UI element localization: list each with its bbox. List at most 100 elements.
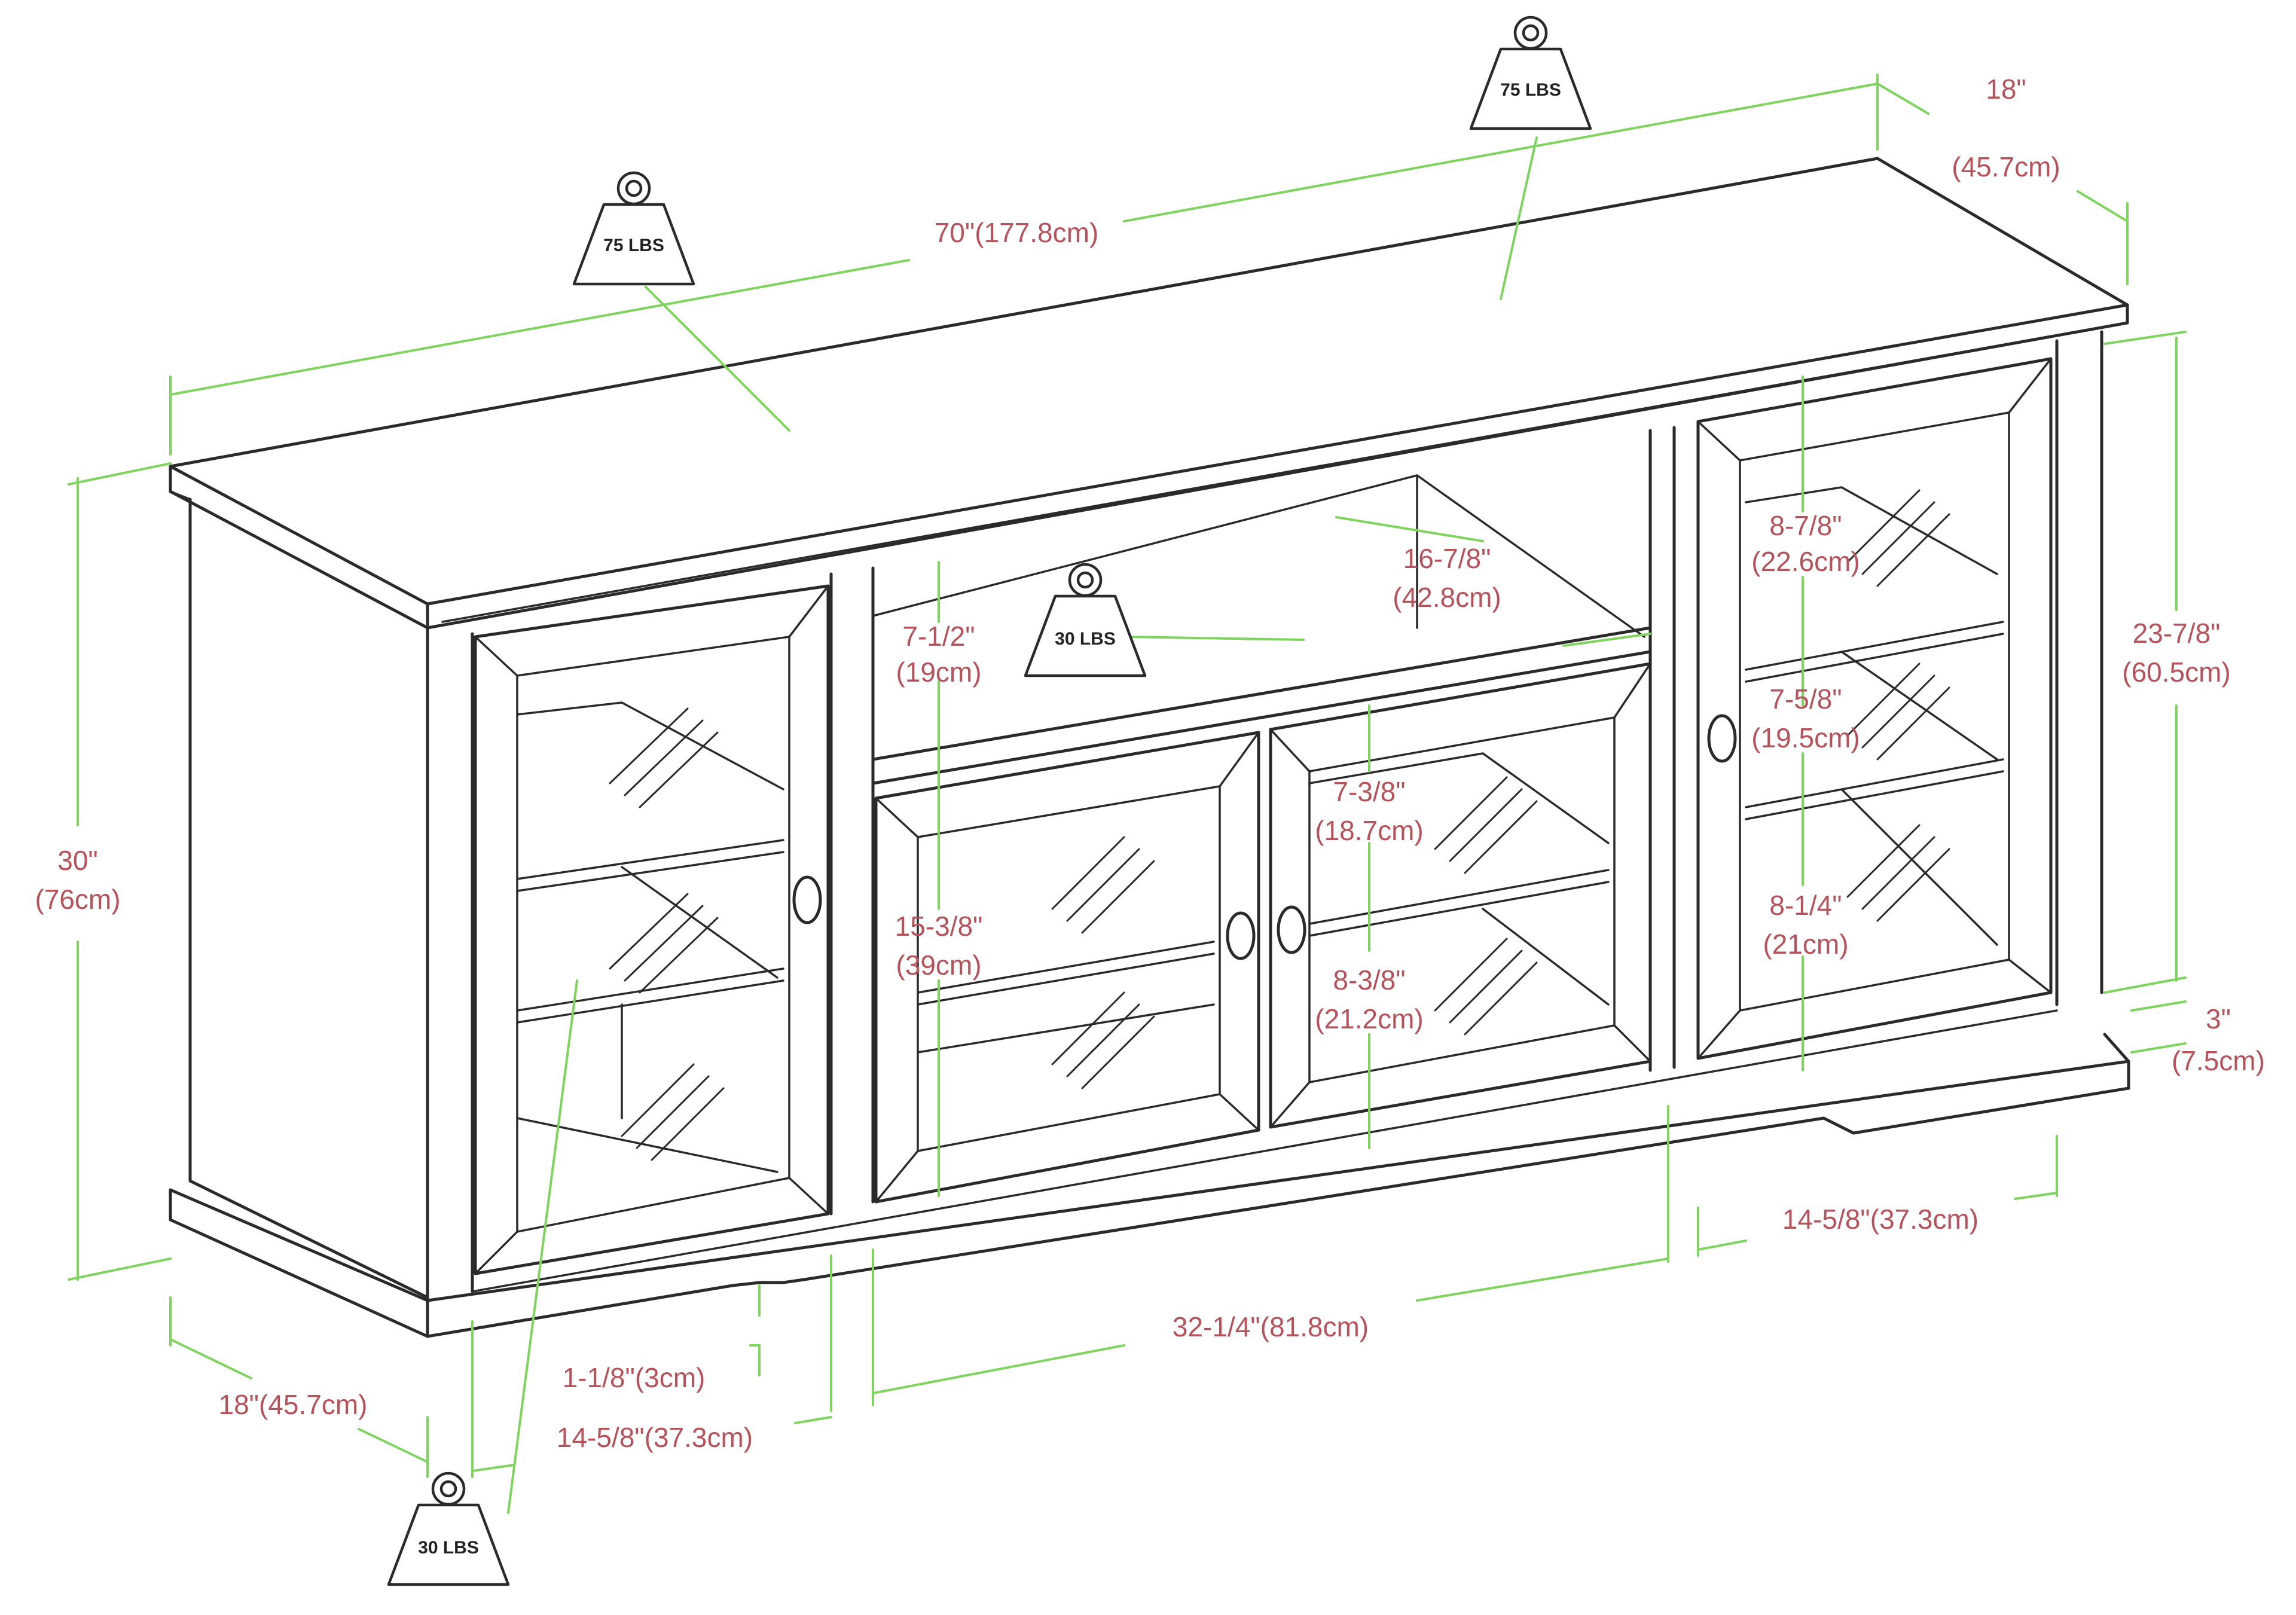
- right-shelf-2-front: [1745, 770, 2004, 820]
- overall-height-label-cm: (76cm): [35, 884, 120, 915]
- left-side-panel: [188, 497, 429, 1299]
- center-open-back: [872, 474, 1645, 638]
- center-open-width-label-cm: (42.8cm): [1393, 582, 1501, 613]
- left-door-bevel: [474, 636, 518, 677]
- weight-marker-top-left: 75 LBS: [572, 171, 695, 286]
- top-depth-line-b: [2077, 190, 2129, 222]
- center-right-back: [1308, 752, 1610, 844]
- center-left-shelf: [917, 941, 1215, 994]
- bottom-depth-line-b: [358, 1428, 429, 1463]
- base-height-label-in: 3": [2206, 1003, 2231, 1034]
- left-door-glass: [516, 635, 790, 1234]
- center-left-shelf-front: [917, 952, 1215, 1006]
- left-cab-width-line-b: [794, 1416, 832, 1424]
- right-shelf-mid-label-in: 7-5/8": [1769, 683, 1842, 715]
- right-shelf-1: [1745, 621, 2004, 671]
- center-right-shelf-front: [1308, 881, 1610, 937]
- clearance-label: 1-1/8"(3cm): [563, 1362, 706, 1393]
- center-width-line-b: [1416, 1257, 1669, 1302]
- center-shelf-upper-label-in: 7-3/8": [1333, 776, 1405, 807]
- left-shelf-1: [516, 839, 784, 880]
- right-cab-width-line-a: [1697, 1240, 1747, 1251]
- tv-stand-drawing: [169, 157, 2130, 1338]
- center-width-label: 32-1/4"(81.8cm): [1173, 1311, 1369, 1342]
- weight-marker-left-cabinet: 30 LBS: [387, 1471, 510, 1586]
- bottom-depth-label: 18"(45.7cm): [219, 1389, 368, 1420]
- weight-marker-top-right: 75 LBS: [1469, 16, 1592, 130]
- weight-leader-top-left: [645, 286, 790, 432]
- front-bottom-rail: [471, 1009, 2058, 1293]
- right-shelf-top-label-cm: (22.6cm): [1751, 546, 1860, 577]
- center-right-shelf: [1308, 869, 1610, 925]
- top-depth-line-a: [1876, 83, 1929, 115]
- center-shelf-lower-label-cm: (21.2cm): [1315, 1003, 1423, 1034]
- left-cabinet-floor: [516, 1117, 778, 1173]
- left-door-bevel: [788, 585, 829, 638]
- right-cab-width-label: 14-5/8"(37.3cm): [1782, 1204, 1979, 1235]
- top-depth-label-cm: (45.7cm): [1952, 151, 2060, 182]
- center-open-height-label-cm: (19cm): [896, 657, 981, 688]
- height-tick-top: [68, 462, 172, 486]
- center-cab-height-label-in: 15-3/8": [895, 911, 983, 942]
- weight-leader-top-right: [1500, 136, 1538, 300]
- center-open-width-line-a: [1335, 516, 1484, 542]
- center-open-shelf-front: [871, 626, 1652, 761]
- left-door-bevel: [474, 1231, 518, 1275]
- base-tick-top: [2130, 1000, 2187, 1012]
- weight-leader-left-cabinet: [507, 979, 578, 1514]
- glass-reflections: [609, 489, 1950, 1161]
- right-door-bevel: [2008, 958, 2052, 994]
- left-door-bevel: [788, 1177, 829, 1215]
- top-depth-label-in: 18": [1986, 74, 2026, 105]
- left-shelf-2: [516, 967, 784, 1012]
- left-cabinet-back: [516, 701, 784, 790]
- center-right-knob: [1277, 905, 1306, 954]
- right-height-label-cm: (60.5cm): [2122, 657, 2230, 688]
- weight-marker-center-shelf: 30 LBS: [1024, 563, 1147, 677]
- width-line-left: [169, 259, 910, 396]
- right-cabinet-back: [1745, 486, 1998, 575]
- center-shelf-lower-label-in: 8-3/8": [1333, 964, 1405, 996]
- right-height-tick-top: [2103, 331, 2187, 345]
- center-left-door-bevel: [1219, 1093, 1260, 1131]
- left-side-top: [169, 490, 191, 500]
- base-tick-bottom: [2130, 1042, 2187, 1054]
- left-cab-width-label: 14-5/8"(37.3cm): [557, 1422, 753, 1453]
- center-left-floor: [917, 1003, 1215, 1054]
- center-open-shelf-edge: [871, 650, 1652, 785]
- center-open-width-label-in: 16-7/8": [1403, 543, 1491, 574]
- right-door-bevel: [1697, 420, 1741, 462]
- center-left-knob: [1226, 911, 1256, 960]
- center-cab-height-label-cm: (39cm): [896, 950, 981, 981]
- left-shelf-2-front: [516, 979, 784, 1024]
- center-left-door-bevel: [875, 797, 919, 838]
- weight-label-center-shelf: 30 LBS: [1055, 629, 1116, 649]
- base-top-edge-front: [426, 1060, 2130, 1302]
- center-left-door-bevel: [875, 1150, 919, 1203]
- weight-leader-center: [1123, 636, 1305, 641]
- right-height-label-in: 23-7/8": [2133, 618, 2221, 649]
- left-cab-width-line-a: [471, 1464, 515, 1472]
- left-door-knob: [792, 875, 822, 924]
- center-right-door-bevel: [1613, 663, 1651, 719]
- overall-height-label-in: 30": [57, 845, 98, 876]
- right-shelf-mid-label-cm: (19.5cm): [1751, 722, 1860, 753]
- base-plinth: [169, 1033, 2130, 1338]
- dimension-lines: [68, 74, 2187, 1514]
- right-shelf-bot-label-cm: (21cm): [1763, 929, 1848, 960]
- right-shelf-top-label-in: 8-7/8": [1769, 510, 1842, 541]
- left-shelf-1-side: [621, 866, 778, 979]
- base-top-edge-left: [169, 1188, 429, 1302]
- center-shelf-upper-label-cm: (18.7cm): [1315, 815, 1423, 846]
- center-left-door-bevel: [1219, 731, 1260, 787]
- left-shelf-1-front: [516, 851, 784, 892]
- overall-width-label: 70"(177.8cm): [935, 217, 1099, 248]
- height-tick-bottom: [68, 1257, 172, 1281]
- right-door-bevel: [2008, 358, 2052, 414]
- right-door-bevel: [1697, 1009, 1741, 1060]
- weight-label-left-cabinet: 30 LBS: [418, 1538, 479, 1558]
- weight-label-top-left: 75 LBS: [603, 236, 664, 255]
- right-door-knob: [1707, 714, 1737, 763]
- center-right-door-bevel: [1269, 1081, 1311, 1128]
